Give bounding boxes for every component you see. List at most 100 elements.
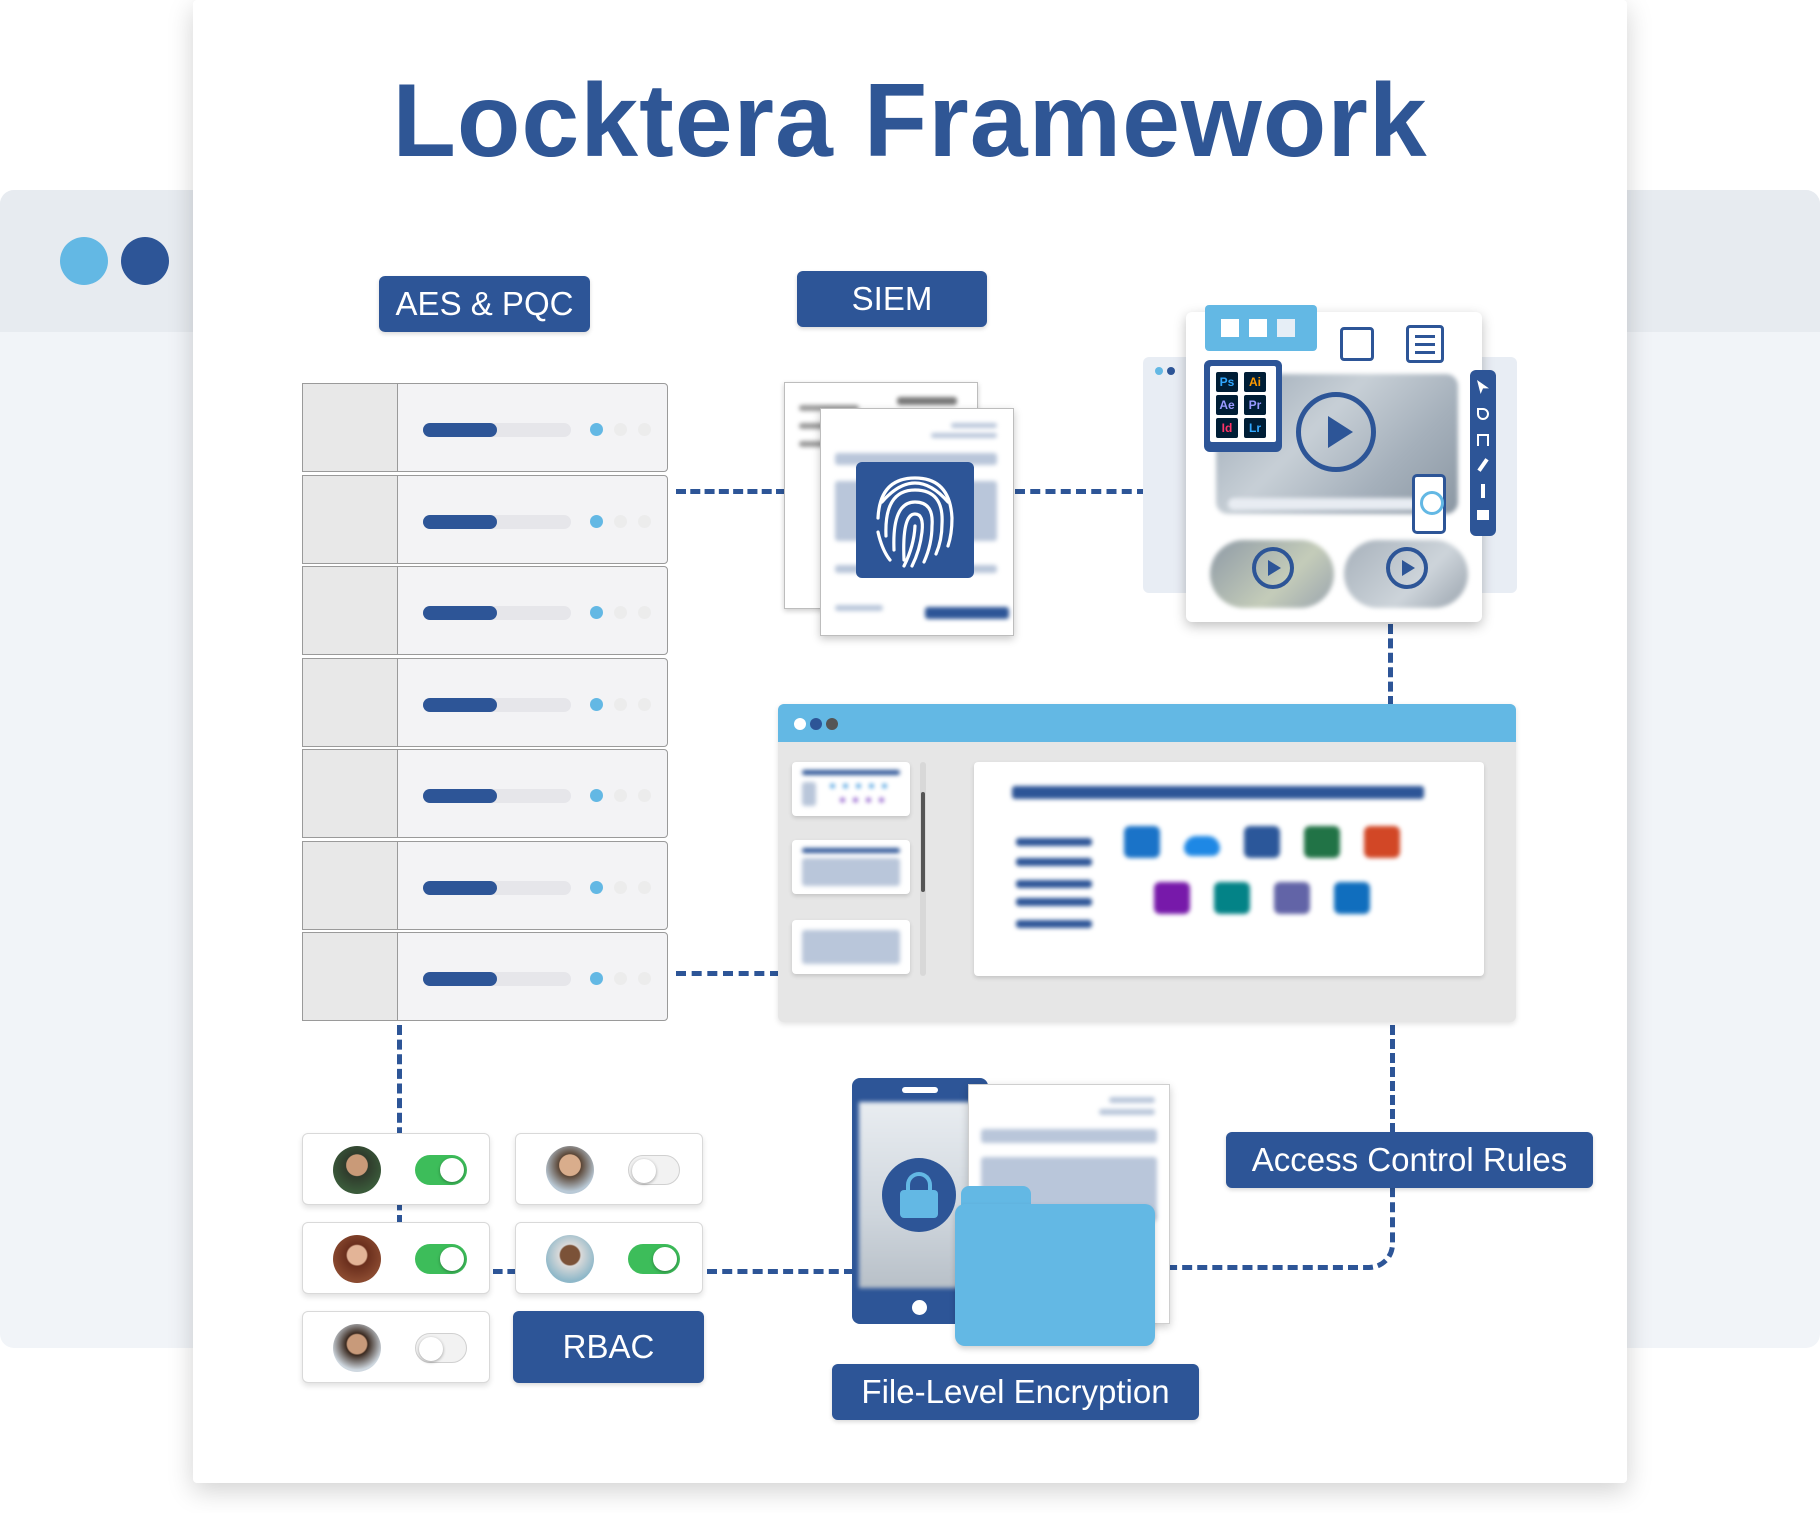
window-close-dot[interactable] (794, 718, 806, 730)
status-led (638, 514, 651, 528)
status-led (638, 972, 651, 985)
status-led (638, 880, 651, 894)
play-button-2[interactable] (1252, 547, 1294, 589)
onenote-icon (1154, 882, 1190, 914)
file-level-encryption-label: File-Level Encryption (832, 1364, 1199, 1420)
adobe-app-badge: Ae (1216, 395, 1238, 415)
status-led (590, 880, 603, 894)
status-led (590, 789, 603, 802)
connector-office-access (1390, 1025, 1395, 1133)
status-led (614, 697, 627, 711)
server-unit (302, 840, 668, 930)
phone-home-button[interactable] (912, 1300, 927, 1315)
connector-siem-media (1015, 489, 1147, 494)
access-toggle[interactable] (415, 1244, 467, 1274)
window-dot-dark (121, 237, 169, 285)
video-progress-bar (1228, 498, 1418, 510)
sidebar-scrollbar[interactable] (920, 762, 926, 976)
status-led (614, 423, 627, 436)
status-led (590, 514, 603, 528)
sidebar-thumb-3[interactable] (792, 920, 910, 974)
connector-rbac-file (707, 1269, 854, 1274)
avatar (333, 1146, 381, 1194)
pen-tool-icon[interactable] (1477, 408, 1489, 420)
cursor-tool-icon[interactable] (1477, 380, 1489, 394)
status-led (590, 606, 603, 619)
status-led (590, 697, 603, 711)
rbac-user-card (515, 1133, 703, 1205)
rbac-user-card (302, 1311, 490, 1383)
status-led (638, 606, 651, 619)
adobe-app-badge: Lr (1244, 418, 1266, 438)
office-content-panel (974, 762, 1484, 976)
avatar (333, 1235, 381, 1283)
status-led (614, 514, 627, 528)
connector-rack-office (676, 971, 780, 976)
rbac-user-card (302, 1222, 490, 1294)
phone-speaker (902, 1087, 938, 1093)
sharepoint-icon (1214, 882, 1250, 914)
folder-icon (955, 1186, 1155, 1346)
status-led (614, 972, 627, 985)
status-led (638, 423, 651, 436)
teams-icon (1274, 882, 1310, 914)
sidebar-thumb-1[interactable] (792, 762, 910, 816)
word-icon (1244, 826, 1280, 858)
aes-pqc-label: AES & PQC (379, 276, 590, 332)
adobe-app-badge: Id (1216, 418, 1238, 438)
access-toggle[interactable] (628, 1155, 680, 1185)
server-unit (302, 657, 668, 747)
window-maximize-dot[interactable] (826, 718, 838, 730)
outlook-icon (1124, 826, 1160, 858)
onedrive-icon (1184, 836, 1220, 856)
status-led (590, 972, 603, 985)
office-window-titlebar (778, 704, 1516, 742)
access-control-rules-label: Access Control Rules (1226, 1132, 1593, 1188)
access-toggle[interactable] (628, 1244, 680, 1274)
connector-access-file (1166, 1188, 1395, 1270)
status-led (614, 606, 627, 619)
excel-icon (1304, 826, 1340, 858)
server-unit (302, 383, 668, 472)
rbac-user-card (302, 1133, 490, 1205)
avatar (546, 1235, 594, 1283)
play-button-3[interactable] (1386, 547, 1428, 589)
layers-toolbar (1205, 305, 1317, 351)
rbac-label: RBAC (513, 1311, 704, 1383)
yammer-icon (1334, 882, 1370, 914)
grid-tool-icon[interactable] (1477, 434, 1489, 446)
adjustments-icon[interactable] (1406, 325, 1444, 363)
window-minimize-dot[interactable] (810, 718, 822, 730)
access-toggle[interactable] (415, 1333, 467, 1363)
mobile-chat-icon (1412, 474, 1446, 534)
server-unit (302, 932, 668, 1021)
connector-rack-rbac (397, 1025, 402, 1225)
avatar (333, 1324, 381, 1372)
window-dot-light (60, 237, 108, 285)
server-unit (302, 566, 668, 655)
status-led (590, 423, 603, 436)
adobe-app-badge: Pr (1244, 395, 1266, 415)
select-transform-icon[interactable] (1340, 327, 1374, 361)
rbac-user-card (515, 1222, 703, 1294)
status-led (614, 789, 627, 802)
status-led (614, 880, 627, 894)
avatar (546, 1146, 594, 1194)
fingerprint-icon (856, 462, 974, 578)
connector-rack-siem (676, 489, 786, 494)
connector-media-office (1388, 624, 1393, 706)
adobe-app-badge: Ps (1216, 372, 1238, 392)
access-toggle[interactable] (415, 1155, 467, 1185)
connector-rbac-inner (493, 1269, 517, 1274)
note-tool-icon[interactable] (1477, 510, 1489, 520)
adobe-app-badge: Ai (1244, 372, 1266, 392)
server-unit (302, 749, 668, 838)
pencil-tool-icon[interactable] (1477, 458, 1489, 472)
text-tool-icon[interactable] (1481, 484, 1485, 498)
play-button-main[interactable] (1296, 392, 1376, 472)
sidebar-thumb-2[interactable] (792, 840, 910, 894)
status-led (638, 789, 651, 802)
page-title: Locktera Framework (392, 63, 1428, 179)
siem-label: SIEM (797, 271, 987, 327)
